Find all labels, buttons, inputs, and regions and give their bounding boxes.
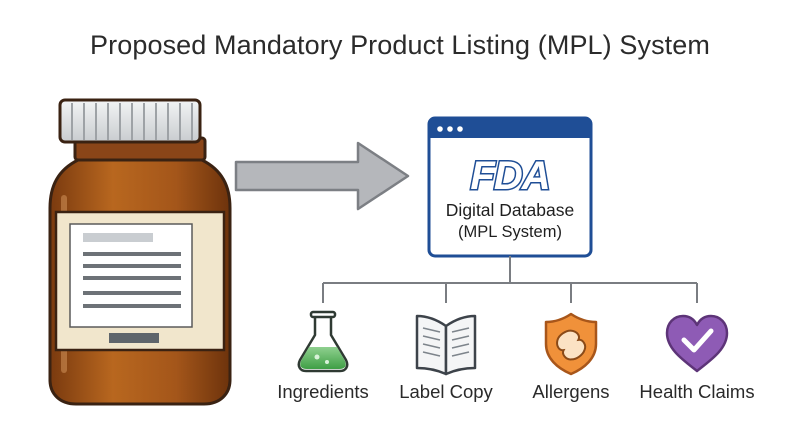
label-label-copy: Label Copy [399, 381, 493, 402]
label-ingredients: Ingredients [277, 381, 369, 402]
svg-text:FDA: FDA [470, 154, 549, 198]
database-sublabel: (MPL System) [458, 223, 562, 241]
peanut-shield-icon [544, 312, 598, 376]
flow-arrow [234, 141, 410, 211]
heart-check-icon [665, 314, 729, 373]
database-label: Digital Database [445, 200, 575, 220]
diagram-title: Proposed Mandatory Product Listing (MPL)… [90, 30, 710, 60]
label-allergens: Allergens [532, 381, 610, 402]
label-health-claims: Health Claims [639, 381, 755, 402]
tree-connectors [322, 256, 698, 303]
pill-bottle-icon [48, 98, 232, 406]
fda-database-window: FDA [427, 116, 593, 258]
open-book-icon [415, 314, 477, 376]
flask-icon [297, 310, 349, 373]
fda-logo: FDA [469, 153, 552, 200]
